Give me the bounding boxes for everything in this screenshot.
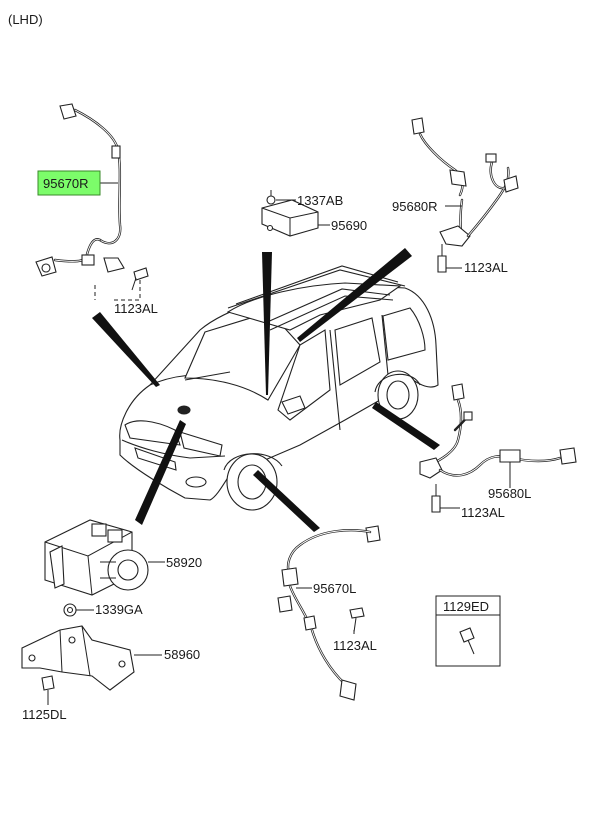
label-1337AB[interactable]: 1337AB <box>297 193 343 208</box>
label-1123AL-b[interactable]: 1123AL <box>464 260 508 275</box>
pointer-rear-left-sensor <box>372 402 440 450</box>
label-95670R[interactable]: 95670R <box>43 176 89 191</box>
bolt-1125DL <box>41 675 55 705</box>
part-box-1129ED <box>435 595 501 667</box>
pointer-wedges <box>92 248 440 532</box>
pointer-front-left-sensor <box>253 470 320 532</box>
label-95670R-highlight[interactable] <box>37 170 101 196</box>
abs-hydraulic-module <box>44 519 149 596</box>
label-1123AL-a[interactable]: 1123AL <box>114 301 158 316</box>
label-95690[interactable]: 95690 <box>331 218 367 233</box>
label-58920[interactable]: 58920 <box>166 555 202 570</box>
label-1339GA[interactable]: 1339GA <box>95 602 143 617</box>
drive-type-label: (LHD) <box>8 12 43 27</box>
label-95680L[interactable]: 95680L <box>488 486 531 501</box>
pointer-yaw-sensor <box>262 252 272 395</box>
label-1123AL-d[interactable]: 1123AL <box>333 638 377 653</box>
yaw-rate-sensor <box>261 190 319 237</box>
label-1129ED[interactable]: 1129ED <box>443 599 489 614</box>
front-left-wheel-sensor <box>277 525 381 701</box>
vehicle-outline <box>119 265 439 511</box>
label-58960[interactable]: 58960 <box>164 647 200 662</box>
label-1123AL-c[interactable]: 1123AL <box>461 505 505 520</box>
nut-1339GA <box>63 603 77 617</box>
label-1125DL[interactable]: 1125DL <box>22 707 67 722</box>
label-95670L[interactable]: 95670L <box>313 581 356 596</box>
pointer-abs-module <box>135 420 186 525</box>
pointer-front-right-sensor <box>92 312 160 387</box>
abs-bracket <box>21 625 135 691</box>
front-right-wheel-sensor <box>35 103 149 291</box>
pointer-rear-right-sensor <box>297 248 412 342</box>
leader-1123AL-a-dashed <box>112 280 141 301</box>
rear-right-wheel-sensor <box>411 117 519 273</box>
rear-left-wheel-sensor <box>419 383 577 513</box>
label-95680R[interactable]: 95680R <box>392 199 438 214</box>
